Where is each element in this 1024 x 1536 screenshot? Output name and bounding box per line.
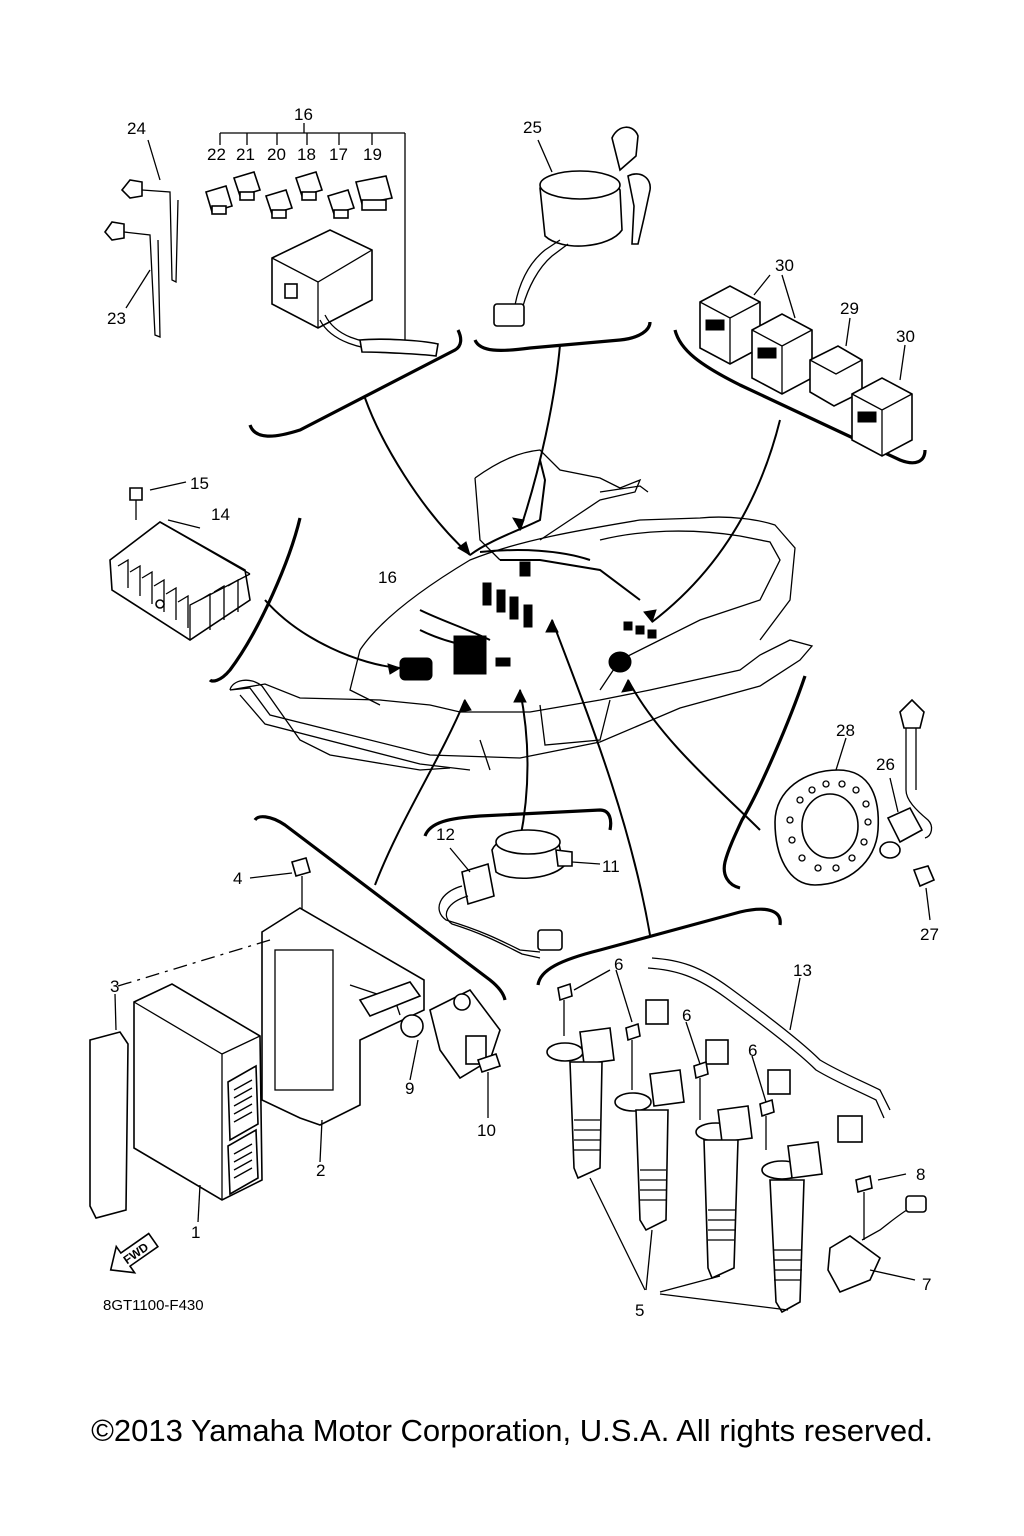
callout-14: 14 bbox=[211, 505, 230, 524]
callout-26: 26 bbox=[876, 755, 895, 774]
callout-3: 3 bbox=[110, 977, 119, 996]
fwd-arrow-icon: FWD bbox=[109, 1232, 160, 1274]
fuse-22 bbox=[205, 185, 233, 215]
callout-22: 22 bbox=[207, 145, 226, 164]
ignition-coil-c bbox=[693, 1060, 753, 1280]
cable-ties-23-24 bbox=[103, 139, 179, 338]
fuse-18 bbox=[294, 171, 324, 201]
harness-on-vehicle bbox=[399, 459, 657, 681]
ecu-connector-upper bbox=[227, 1064, 259, 1142]
callout-16-top: 16 bbox=[294, 105, 313, 124]
fuse-21 bbox=[232, 171, 262, 201]
callout-9: 9 bbox=[405, 1079, 414, 1098]
fuse-20 bbox=[264, 189, 294, 219]
callout-21: 21 bbox=[236, 145, 255, 164]
callout-labels: 1 2 3 4 5 6 6 6 7 8 9 10 11 12 13 14 15 … bbox=[103, 105, 939, 1320]
callout-25: 25 bbox=[523, 118, 542, 137]
callout-6a: 6 bbox=[614, 955, 623, 974]
fuse-19 bbox=[355, 175, 393, 211]
callout-5: 5 bbox=[635, 1301, 644, 1320]
snowmobile-outline bbox=[229, 449, 814, 771]
callout-29: 29 bbox=[840, 299, 859, 318]
fuse-box-16 bbox=[205, 123, 439, 357]
callout-2: 2 bbox=[316, 1161, 325, 1180]
ignition-coils bbox=[546, 957, 927, 1314]
copyright-notice: ©2013 Yamaha Motor Corporation, U.S.A. A… bbox=[91, 1413, 933, 1448]
callout-12: 12 bbox=[436, 825, 455, 844]
relay-30-c bbox=[851, 344, 913, 457]
callout-11: 11 bbox=[602, 857, 620, 876]
relay-30-b bbox=[751, 313, 813, 395]
callout-19: 19 bbox=[363, 145, 382, 164]
callout-7: 7 bbox=[922, 1275, 931, 1294]
fuse-17 bbox=[326, 189, 356, 219]
callout-4: 4 bbox=[233, 869, 242, 888]
callout-20: 20 bbox=[267, 145, 286, 164]
callout-18: 18 bbox=[297, 145, 316, 164]
callout-6b: 6 bbox=[682, 1006, 691, 1025]
callout-15: 15 bbox=[190, 474, 209, 493]
callout-1: 1 bbox=[191, 1223, 200, 1242]
relays-29-30 bbox=[699, 274, 913, 457]
callout-30b: 30 bbox=[896, 327, 915, 346]
group-brackets bbox=[208, 321, 927, 1001]
ignition-coil-d bbox=[759, 1098, 823, 1314]
main-switch-25 bbox=[493, 126, 651, 327]
callout-10: 10 bbox=[477, 1121, 496, 1140]
ignition-coil-b bbox=[614, 1022, 685, 1232]
relay-30-a bbox=[699, 285, 761, 365]
rectifier-regulator-14 bbox=[109, 481, 251, 641]
callout-30a: 30 bbox=[775, 256, 794, 275]
ecu-assembly bbox=[89, 857, 502, 1223]
speed-sensor-26-28 bbox=[774, 698, 936, 921]
callout-23: 23 bbox=[107, 309, 126, 328]
diagram-code: 8GT1100-F430 bbox=[103, 1297, 204, 1314]
ecu-connector-lower bbox=[227, 1128, 259, 1196]
callout-13: 13 bbox=[793, 961, 812, 980]
sensor-11-12 bbox=[438, 829, 601, 959]
pointer-leads bbox=[264, 344, 781, 936]
ignition-coil-a bbox=[546, 982, 615, 1180]
callout-28: 28 bbox=[836, 721, 855, 740]
callout-24: 24 bbox=[127, 119, 146, 138]
fuse-box-body bbox=[271, 229, 439, 357]
callout-16-center: 16 bbox=[378, 568, 397, 587]
callout-27: 27 bbox=[920, 925, 939, 944]
callout-6c: 6 bbox=[748, 1041, 757, 1060]
callout-8: 8 bbox=[916, 1165, 925, 1184]
callout-17: 17 bbox=[329, 145, 348, 164]
